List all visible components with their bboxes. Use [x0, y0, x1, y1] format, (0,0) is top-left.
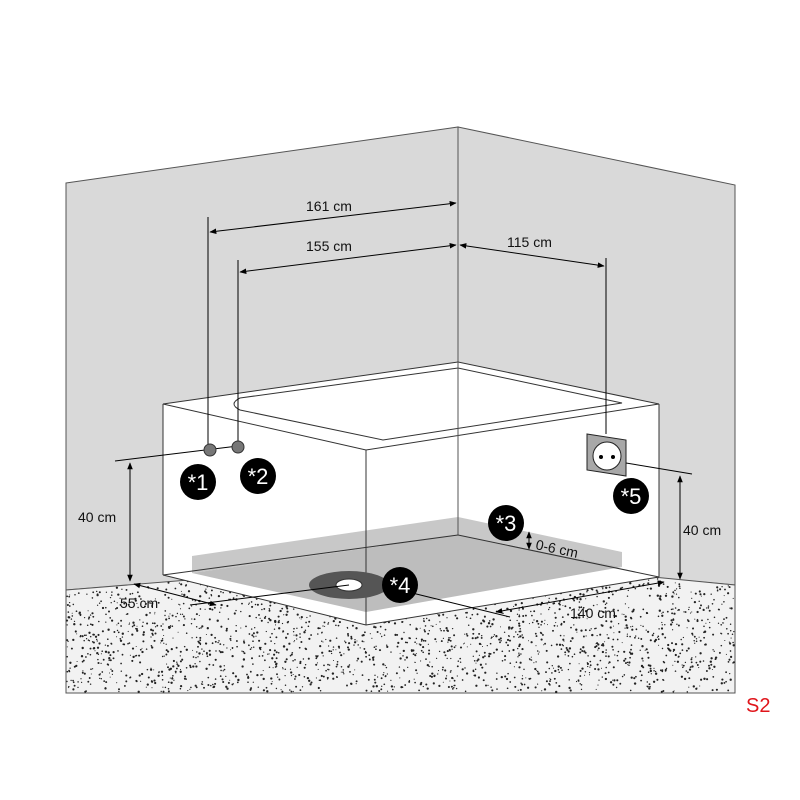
dim-161-line: [209, 200, 457, 235]
marker-5: *5: [613, 478, 649, 514]
svg-text:*5: *5: [621, 484, 642, 509]
marker-2: *2: [240, 458, 276, 494]
dim-115-line: [459, 243, 605, 268]
water-connection-1: [203, 443, 217, 457]
svg-text:*4: *4: [390, 573, 411, 598]
marker-4: *4: [382, 567, 418, 603]
page-label: S2: [746, 695, 770, 717]
dim-115-label: 115 cm: [507, 234, 552, 250]
svg-text:*1: *1: [188, 470, 209, 495]
dim-55-label: 55 cm: [120, 595, 158, 611]
marker-3: *3: [488, 505, 524, 541]
dim-155-line: [239, 243, 457, 274]
marker-1: *1: [180, 464, 216, 500]
water-connection-2: [231, 440, 245, 454]
dim-155-label: 155 cm: [306, 238, 352, 254]
dim-140-label: 140 cm: [570, 605, 616, 621]
dim-55-line: [133, 582, 217, 607]
svg-text:*3: *3: [496, 511, 517, 536]
dim-161-label: 161 cm: [306, 198, 352, 214]
dim-right-height-label: 40 cm: [683, 522, 721, 538]
dim-left-height-label: 40 cm: [78, 509, 116, 525]
dim-140-line: [495, 580, 665, 614]
socket-face: [592, 441, 622, 471]
shower-rim: [233, 367, 623, 441]
svg-text:*2: *2: [248, 464, 269, 489]
